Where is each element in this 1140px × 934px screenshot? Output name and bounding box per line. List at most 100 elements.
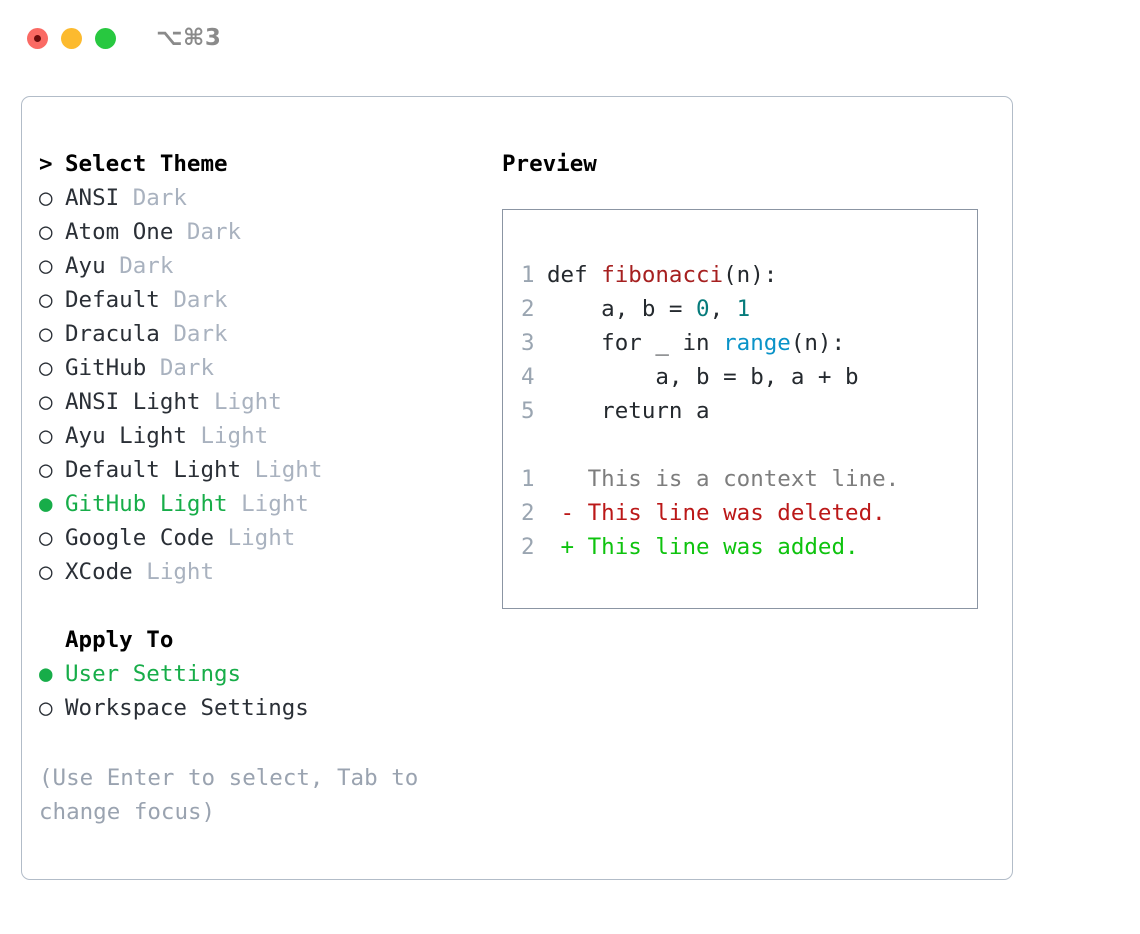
radio-unselected-icon: ○ bbox=[39, 423, 53, 449]
theme-list-item[interactable]: ○ANSI Dark bbox=[39, 181, 469, 215]
radio-selected-icon: ● bbox=[39, 491, 53, 517]
keyboard-shortcut-label: ⌥⌘3 bbox=[156, 25, 222, 51]
diff-text: This line was deleted. bbox=[587, 500, 886, 526]
theme-name-label: XCode bbox=[65, 559, 133, 585]
apply-to-label: User Settings bbox=[65, 661, 242, 687]
apply-to-label: Workspace Settings bbox=[65, 695, 309, 721]
line-number: 3 bbox=[521, 330, 535, 356]
radio-unselected-icon: ○ bbox=[39, 185, 53, 211]
theme-name-label: Default Light bbox=[65, 457, 242, 483]
theme-list-item[interactable]: ○ Dracula Dark bbox=[39, 317, 469, 351]
theme-list-item[interactable]: ○ ANSI Light Light bbox=[39, 385, 469, 419]
apply-to-list-item[interactable]: ● User Settings bbox=[39, 657, 469, 691]
radio-unselected-icon: ○ bbox=[39, 355, 53, 381]
diff-marker: - bbox=[547, 500, 588, 526]
code-token: a, b = bbox=[547, 296, 697, 322]
diff-sample: 1 This is a context line.2 - This line w… bbox=[521, 462, 977, 564]
theme-list-item[interactable]: ○ Atom One Dark bbox=[39, 215, 469, 249]
theme-variant-label: Dark bbox=[173, 321, 228, 347]
maximize-window-button[interactable] bbox=[95, 27, 116, 49]
theme-variant-label: Dark bbox=[186, 219, 242, 245]
preview-title: Preview bbox=[502, 151, 597, 177]
theme-picker-column: >Select Theme ○ANSI Dark○Atom One Dark○A… bbox=[39, 147, 469, 725]
theme-variant-label: Light bbox=[254, 457, 323, 483]
code-token: return a bbox=[547, 398, 710, 424]
theme-list-item[interactable]: ○Ayu Light Light bbox=[39, 419, 469, 453]
line-number: 1 bbox=[521, 262, 535, 288]
theme-name-label: GitHub bbox=[65, 355, 147, 381]
theme-list-item[interactable]: ○GitHub Dark bbox=[39, 351, 469, 385]
theme-list-item[interactable]: ○ XCode Light bbox=[39, 555, 469, 589]
theme-variant-label: Light bbox=[146, 559, 215, 585]
radio-unselected-icon: ○ bbox=[39, 559, 53, 585]
code-line: 5 return a bbox=[521, 394, 977, 428]
code-token: def bbox=[547, 262, 602, 288]
code-line: 3 for _ in range(n): bbox=[521, 326, 977, 360]
theme-name-label: Default bbox=[65, 287, 160, 313]
theme-variant-label: Dark bbox=[119, 253, 174, 279]
diff-line-number: 2 bbox=[521, 500, 535, 526]
theme-variant-label: Light bbox=[227, 525, 296, 551]
code-gap bbox=[521, 428, 977, 462]
theme-list-item[interactable]: ○ Google Code Light bbox=[39, 521, 469, 555]
theme-variant-label: Light bbox=[214, 389, 282, 415]
diff-line-number: 1 bbox=[521, 466, 535, 492]
code-line: 1 def fibonacci(n): bbox=[521, 258, 977, 292]
diff-line-number: 2 bbox=[521, 534, 535, 560]
apply-to-list: ● User Settings ○ Workspace Settings bbox=[39, 657, 469, 725]
theme-list: ○ANSI Dark○Atom One Dark○Ayu Dark○Defaul… bbox=[39, 181, 469, 589]
title-bar: ⌥⌘3 bbox=[0, 0, 1140, 76]
radio-unselected-icon: ○ bbox=[39, 525, 53, 551]
theme-variant-label: Dark bbox=[132, 185, 187, 211]
theme-variant-label: Light bbox=[241, 491, 309, 517]
code-token: range bbox=[723, 330, 791, 356]
diff-text: This line was added. bbox=[587, 534, 859, 560]
list-spacer bbox=[39, 589, 469, 623]
diff-line: 1 This is a context line. bbox=[521, 462, 977, 496]
prompt-caret-icon: > bbox=[39, 151, 53, 177]
diff-text: This is a context line. bbox=[587, 466, 900, 492]
theme-list-item[interactable]: ●GitHub Light Light bbox=[39, 487, 469, 521]
line-number: 2 bbox=[521, 296, 535, 322]
apply-to-list-item[interactable]: ○ Workspace Settings bbox=[39, 691, 469, 725]
theme-variant-label: Light bbox=[200, 423, 269, 449]
minimize-window-button[interactable] bbox=[61, 27, 82, 49]
radio-unselected-icon: ○ bbox=[39, 389, 53, 415]
code-token: 1 bbox=[736, 296, 751, 322]
theme-list-item[interactable]: ○Ayu Dark bbox=[39, 249, 469, 283]
diff-marker bbox=[547, 466, 588, 492]
theme-variant-label: Dark bbox=[173, 287, 228, 313]
code-token: (n): bbox=[723, 262, 778, 288]
traffic-light-buttons bbox=[27, 27, 116, 49]
help-hint-text: (Use Enter to select, Tab to change focu… bbox=[39, 765, 419, 825]
code-token: fibonacci bbox=[601, 262, 724, 288]
line-number: 5 bbox=[521, 398, 535, 424]
radio-unselected-icon: ○ bbox=[39, 695, 53, 721]
code-line: 4 a, b = b, a + b bbox=[521, 360, 977, 394]
theme-name-label: Google Code bbox=[65, 525, 215, 551]
radio-selected-icon: ● bbox=[39, 661, 53, 687]
theme-list-item[interactable]: ○ Default Dark bbox=[39, 283, 469, 317]
theme-name-label: Ayu bbox=[65, 253, 106, 279]
code-token: , bbox=[709, 296, 737, 322]
code-token: for _ in bbox=[547, 330, 724, 356]
main-panel: >Select Theme ○ANSI Dark○Atom One Dark○A… bbox=[21, 96, 1013, 880]
theme-list-item[interactable]: ○Default Light Light bbox=[39, 453, 469, 487]
theme-name-label: Atom One bbox=[65, 219, 174, 245]
code-token: (n): bbox=[790, 330, 846, 356]
select-theme-header-label: Select Theme bbox=[65, 151, 228, 177]
radio-unselected-icon: ○ bbox=[39, 219, 53, 245]
theme-name-label: ANSI Light bbox=[65, 389, 201, 415]
close-window-button[interactable] bbox=[27, 27, 48, 49]
radio-unselected-icon: ○ bbox=[39, 321, 53, 347]
code-token: a, b = b, a + b bbox=[547, 364, 859, 390]
theme-name-label: Dracula bbox=[65, 321, 160, 347]
diff-marker: + bbox=[547, 534, 588, 560]
diff-line: 2 - This line was deleted. bbox=[521, 496, 977, 530]
select-theme-header: > Select Theme bbox=[39, 147, 469, 181]
radio-unselected-icon: ○ bbox=[39, 287, 53, 313]
